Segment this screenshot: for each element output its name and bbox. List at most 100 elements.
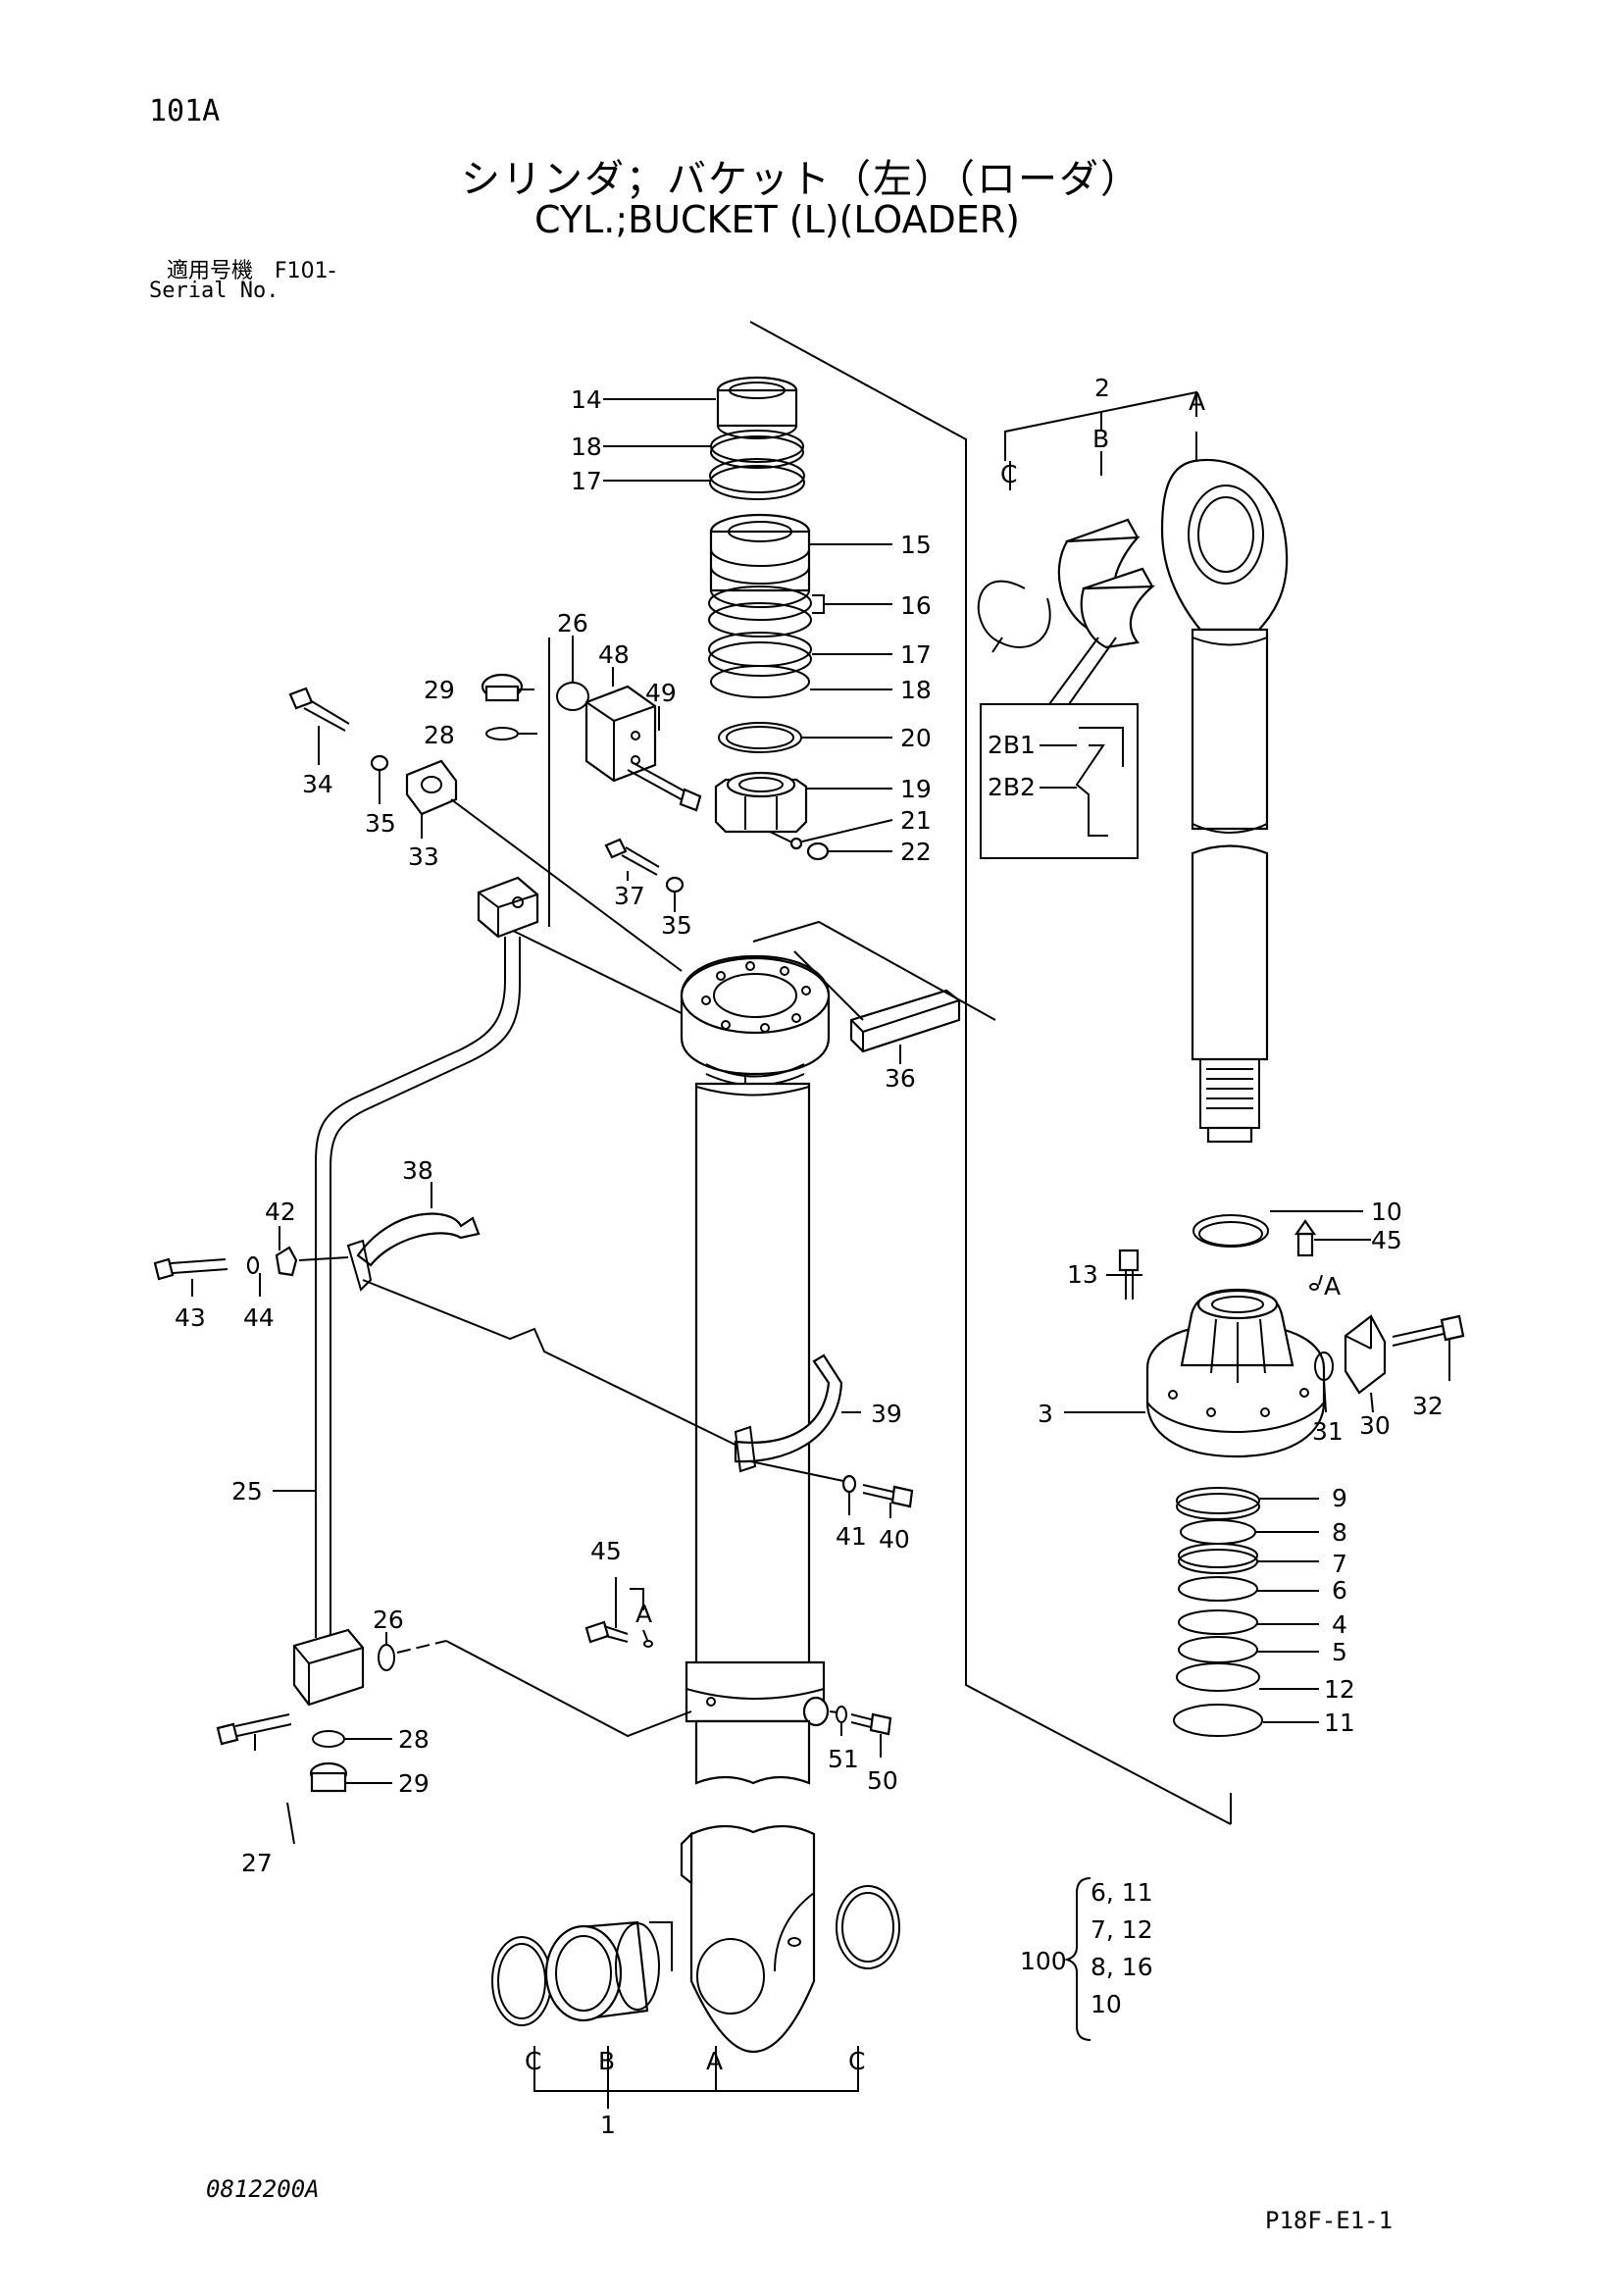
callout-45-left: 45 (590, 1537, 622, 1565)
callout-49: 49 (645, 679, 677, 707)
callout-12: 12 (1324, 1675, 1355, 1704)
part-2c-snap-ring (977, 580, 1051, 653)
part-41-washer (841, 1474, 857, 1494)
tube-body (694, 1082, 811, 1669)
part-18-ring (710, 430, 804, 469)
part-44-washer (246, 1255, 260, 1275)
callout-51: 51 (828, 1745, 859, 1773)
page-title-japanese: シリンダ；バケット（左）（ローダ） (461, 157, 1142, 202)
callout-48: 48 (598, 640, 630, 669)
callout-41: 41 (836, 1522, 867, 1551)
callout-9: 9 (1332, 1484, 1347, 1512)
part-32-bolt (1392, 1314, 1465, 1347)
detail-label-2b1: 2B1 (988, 731, 1036, 759)
rod-top-parts (708, 376, 830, 861)
part-45-grease-fitting-r (1294, 1219, 1317, 1257)
bottom-pin-parts (491, 1885, 900, 2109)
callout-44: 44 (243, 1303, 275, 1332)
letter-a-45-right: A (1324, 1272, 1341, 1301)
callout-31: 31 (1312, 1417, 1344, 1446)
callout-100: 100 (1020, 1947, 1067, 1975)
callout-32: 32 (1412, 1392, 1444, 1420)
part-18-ring-lower (710, 665, 810, 698)
kit-100-item-3: 8, 16 (1091, 1953, 1153, 1981)
callout-2: 2 (1094, 374, 1110, 402)
part-1b-bushing (544, 1920, 660, 2022)
letter-a-bottom: A (706, 2047, 723, 2075)
kit-100-item-1: 6, 11 (1091, 1878, 1153, 1907)
part-37-bolt (604, 838, 660, 876)
part-50-bolt (850, 1712, 892, 1736)
part-11-ring (1173, 1704, 1263, 1737)
part-30-flange (1344, 1314, 1387, 1395)
part-40-bolt (862, 1484, 914, 1508)
callout-17-lower: 17 (900, 640, 932, 669)
callout-labels: 14 18 17 15 16 17 18 20 19 21 22 2 A B C… (175, 374, 1444, 2139)
callout-43: 43 (175, 1303, 206, 1332)
part-42-clip (275, 1246, 298, 1277)
callout-13: 13 (1067, 1260, 1098, 1289)
part-5-ring (1178, 1636, 1258, 1663)
part-3-rod-cover (1145, 1288, 1326, 1458)
tube-head-flange (680, 954, 831, 1087)
part-2a-rod-eye (1160, 458, 1289, 834)
page-title-english: CYL.;BUCKET (L)(LOADER) (534, 198, 1020, 241)
part-12-ring (1176, 1662, 1260, 1692)
applicable-model-label: 適用号機 F101- (167, 259, 336, 283)
callout-40: 40 (879, 1525, 910, 1554)
callout-14: 14 (571, 385, 602, 414)
part-49-bolt (627, 761, 702, 812)
part-25-pipe (292, 876, 539, 1707)
callout-26-bottom: 26 (373, 1606, 404, 1634)
kit-100-item-4: 10 (1091, 1990, 1122, 2018)
detail-box-2b (980, 637, 1139, 859)
callout-37: 37 (614, 882, 645, 910)
part-15-piston (709, 513, 811, 608)
callout-7: 7 (1332, 1550, 1347, 1578)
part-17-ring (709, 458, 805, 500)
callout-50: 50 (867, 1766, 898, 1795)
part-2a-rod-lower (1191, 844, 1269, 1144)
callout-5: 5 (1332, 1638, 1347, 1666)
tube-bottom-clevis (680, 1824, 816, 2054)
callout-18: 18 (571, 433, 602, 461)
detail-label-2b2: 2B2 (988, 773, 1036, 801)
callout-33: 33 (408, 842, 439, 871)
part-2b-split-bushing (1057, 518, 1156, 649)
part-17-ring-lower (708, 632, 812, 677)
serial-number-label: Serial No. (149, 279, 279, 303)
part-43-bolt (153, 1257, 228, 1281)
piston-rod-assembly (977, 390, 1289, 1144)
part-45-grease-fitting-l (584, 1620, 629, 1644)
callout-45-right: 45 (1371, 1226, 1402, 1254)
part-39-clamp (734, 1353, 843, 1473)
rod-cover-parts (1118, 1214, 1465, 1737)
callout-21: 21 (900, 806, 932, 835)
letter-a-45-left: A (635, 1600, 652, 1628)
part-22-plug (806, 842, 830, 861)
callout-28-top: 28 (424, 721, 455, 749)
part-13-bolt (1118, 1249, 1140, 1300)
part-51-oring (836, 1706, 847, 1723)
part-29-plug-top (481, 673, 524, 702)
drawing-code: 0812200A (206, 2175, 320, 2203)
part-16-seal (708, 586, 812, 638)
part-6-ring (1178, 1576, 1258, 1602)
part-9-ring (1176, 1487, 1260, 1520)
part-20-ring (718, 722, 802, 753)
callout-34: 34 (302, 770, 333, 798)
part-27-bolt (216, 1713, 292, 1746)
part-10-oring (1193, 1214, 1269, 1248)
callout-11: 11 (1324, 1709, 1355, 1737)
cylinder-tube (680, 954, 831, 2054)
part-26-oring-bottom (378, 1644, 395, 1671)
part-1c-seal-left (491, 1936, 552, 2026)
callout-30: 30 (1359, 1411, 1391, 1440)
callout-3: 3 (1038, 1400, 1053, 1428)
part-29-plug-bottom (309, 1761, 348, 1793)
callout-15: 15 (900, 531, 932, 559)
kit-100-list: 100 6, 11 7, 12 8, 16 10 (1020, 1877, 1153, 2041)
callout-35-left: 35 (365, 809, 396, 838)
